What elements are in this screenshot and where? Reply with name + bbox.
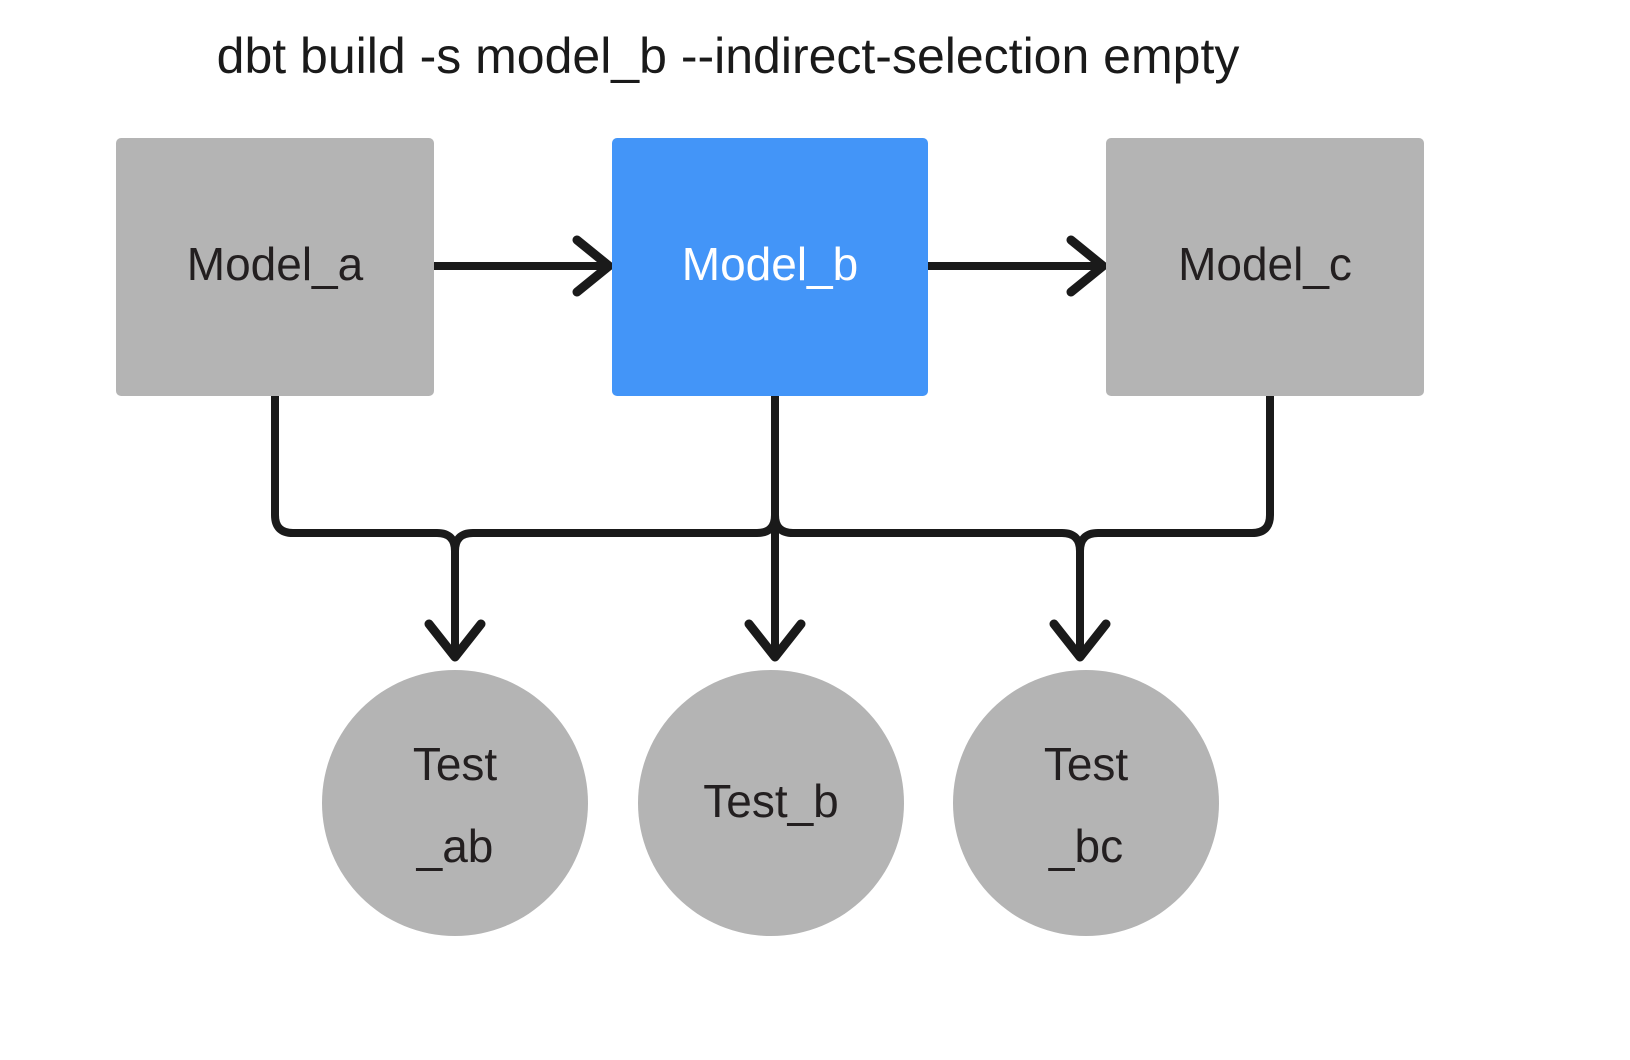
edge-model-a-to-model-b — [434, 235, 614, 297]
test-node-test-b[interactable]: Test_b — [638, 670, 904, 936]
edge-model-b-to-test-ab — [451, 396, 779, 552]
test-b-shape[interactable] — [638, 670, 904, 936]
test-bc-label-line1: Test — [1044, 738, 1129, 790]
model-b-label: Model_b — [682, 238, 858, 290]
test-bc-label-line2: _bc — [1048, 820, 1123, 872]
test-node-test-bc[interactable]: Test _bc — [953, 670, 1219, 936]
edge-layer — [271, 235, 1274, 662]
arrow-head-icon — [1066, 235, 1108, 297]
edge-model-b-to-test-bc — [771, 396, 1111, 662]
model-node-model-c[interactable]: Model_c — [1106, 138, 1424, 396]
test-ab-label-line1: Test — [413, 738, 498, 790]
model-c-shape[interactable] — [1106, 138, 1424, 396]
test-b-label-line1: Test_b — [703, 775, 839, 827]
model-a-shape[interactable] — [116, 138, 434, 396]
test-ab-label-line2: _ab — [416, 820, 494, 872]
model-node-model-b[interactable]: Model_b — [612, 138, 928, 396]
test-ab-shape[interactable] — [322, 670, 588, 936]
arrow-head-icon — [1049, 619, 1111, 662]
arrow-head-icon — [744, 619, 806, 662]
edge-model-c-to-test-bc — [1076, 396, 1274, 552]
model-node-model-a[interactable]: Model_a — [116, 138, 434, 396]
model-b-shape[interactable] — [612, 138, 928, 396]
arrow-head-icon — [424, 619, 486, 662]
page-title: dbt build -s model_b --indirect-selectio… — [217, 28, 1240, 84]
edge-model-a-to-test-ab — [271, 396, 486, 662]
test-bc-shape[interactable] — [953, 670, 1219, 936]
model-c-label: Model_c — [1178, 238, 1352, 290]
test-node-test-ab[interactable]: Test _ab — [322, 670, 588, 936]
edge-model-b-to-model-c — [928, 235, 1108, 297]
arrow-head-icon — [572, 235, 614, 297]
model-a-label: Model_a — [187, 238, 364, 290]
